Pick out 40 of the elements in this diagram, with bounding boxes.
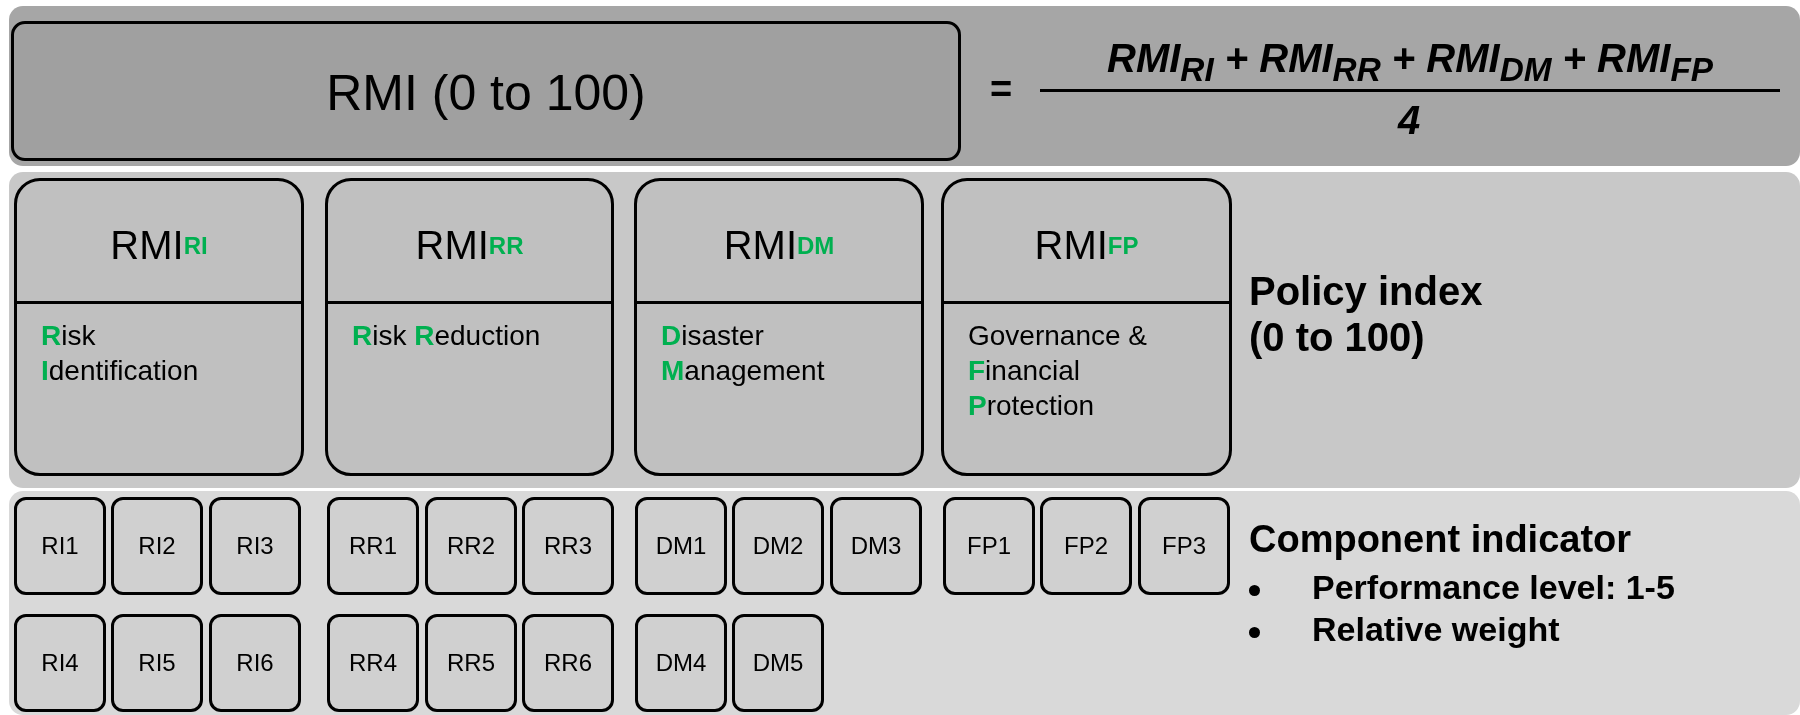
indicator-box: RI5 xyxy=(111,614,203,712)
sub-index-card xyxy=(634,178,924,476)
indicator-box: FP1 xyxy=(943,497,1035,595)
sub-index-card xyxy=(325,178,614,476)
formula-numerator: RMI$_{RI}$ + RMI$_{RR}$ + RMI$_{DM}$ + RMI$_{FP}$ xyxy=(1040,36,1780,92)
indicator-box: DM2 xyxy=(732,497,824,595)
indicator-box: RR4 xyxy=(327,614,419,712)
indicator-box: DM4 xyxy=(635,614,727,712)
bullet-item: Relative weight xyxy=(1249,608,1675,650)
indicator-box: RR1 xyxy=(327,497,419,595)
indicator-box: RR6 xyxy=(522,614,614,712)
card-description: Disaster Management xyxy=(661,319,826,389)
bullet-item: Performance level: 1-5 xyxy=(1249,566,1675,608)
indicator-box: RR5 xyxy=(425,614,517,712)
indicator-band xyxy=(9,491,1800,715)
index-label: RMI (0 to 100) xyxy=(325,64,647,122)
policy-band xyxy=(9,172,1800,488)
indicator-box: RI2 xyxy=(111,497,203,595)
indicator-box: DM5 xyxy=(732,614,824,712)
sub-index-card xyxy=(941,178,1232,476)
formula-band xyxy=(9,6,1800,166)
layer-heading: Component indicator xyxy=(1249,518,1632,561)
card-description: Risk Identification xyxy=(41,319,200,389)
indicator-box: RI4 xyxy=(14,614,106,712)
indicator-box: FP3 xyxy=(1138,497,1230,595)
indicator-box: RI6 xyxy=(209,614,301,712)
indicator-box: RI1 xyxy=(14,497,106,595)
indicator-box: RR3 xyxy=(522,497,614,595)
equals-sign: = xyxy=(990,68,1013,111)
sub-index-card xyxy=(14,178,304,476)
card-description: Governance & Financial Protection xyxy=(968,319,1148,424)
index-box xyxy=(11,21,961,161)
indicator-box: RR2 xyxy=(425,497,517,595)
layer-heading: Policy index (0 to 100) xyxy=(1249,268,1484,360)
indicator-box: FP2 xyxy=(1040,497,1132,595)
indicator-box: DM3 xyxy=(830,497,922,595)
formula-denominator: 4 xyxy=(1398,98,1421,143)
card-description: Risk Reduction xyxy=(352,319,542,354)
indicator-box: RI3 xyxy=(209,497,301,595)
indicator-box: DM1 xyxy=(635,497,727,595)
